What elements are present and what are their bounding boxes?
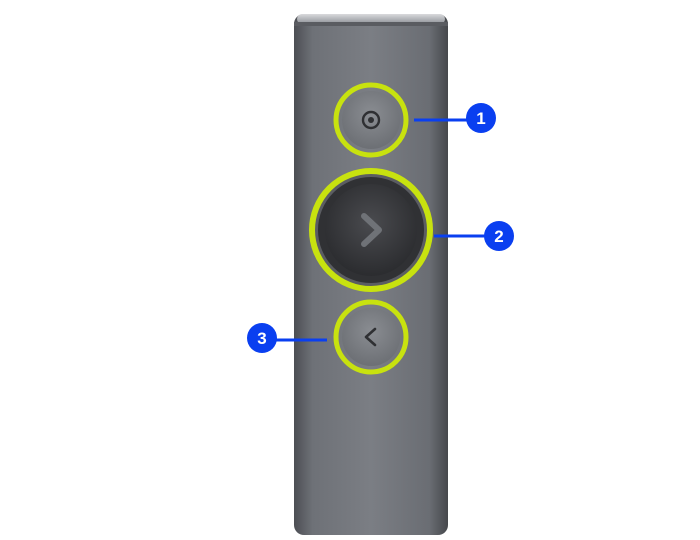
next-button[interactable]: [309, 168, 433, 292]
back-button[interactable]: [333, 299, 409, 375]
chevron-right-icon: [361, 213, 382, 247]
callout-1-number: 1: [476, 109, 485, 128]
callout-2: 2: [434, 221, 514, 251]
callout-2-badge: [484, 221, 514, 251]
callout-2-number: 2: [494, 227, 503, 246]
callout-1-badge: [466, 103, 496, 133]
callout-1: 1: [414, 103, 496, 133]
chevron-left-icon: [364, 327, 377, 347]
laser-button[interactable]: [333, 82, 409, 158]
target-icon: [361, 110, 381, 130]
callout-3: 3: [247, 323, 327, 353]
callout-3-number: 3: [257, 329, 266, 348]
callout-3-badge: [247, 323, 277, 353]
